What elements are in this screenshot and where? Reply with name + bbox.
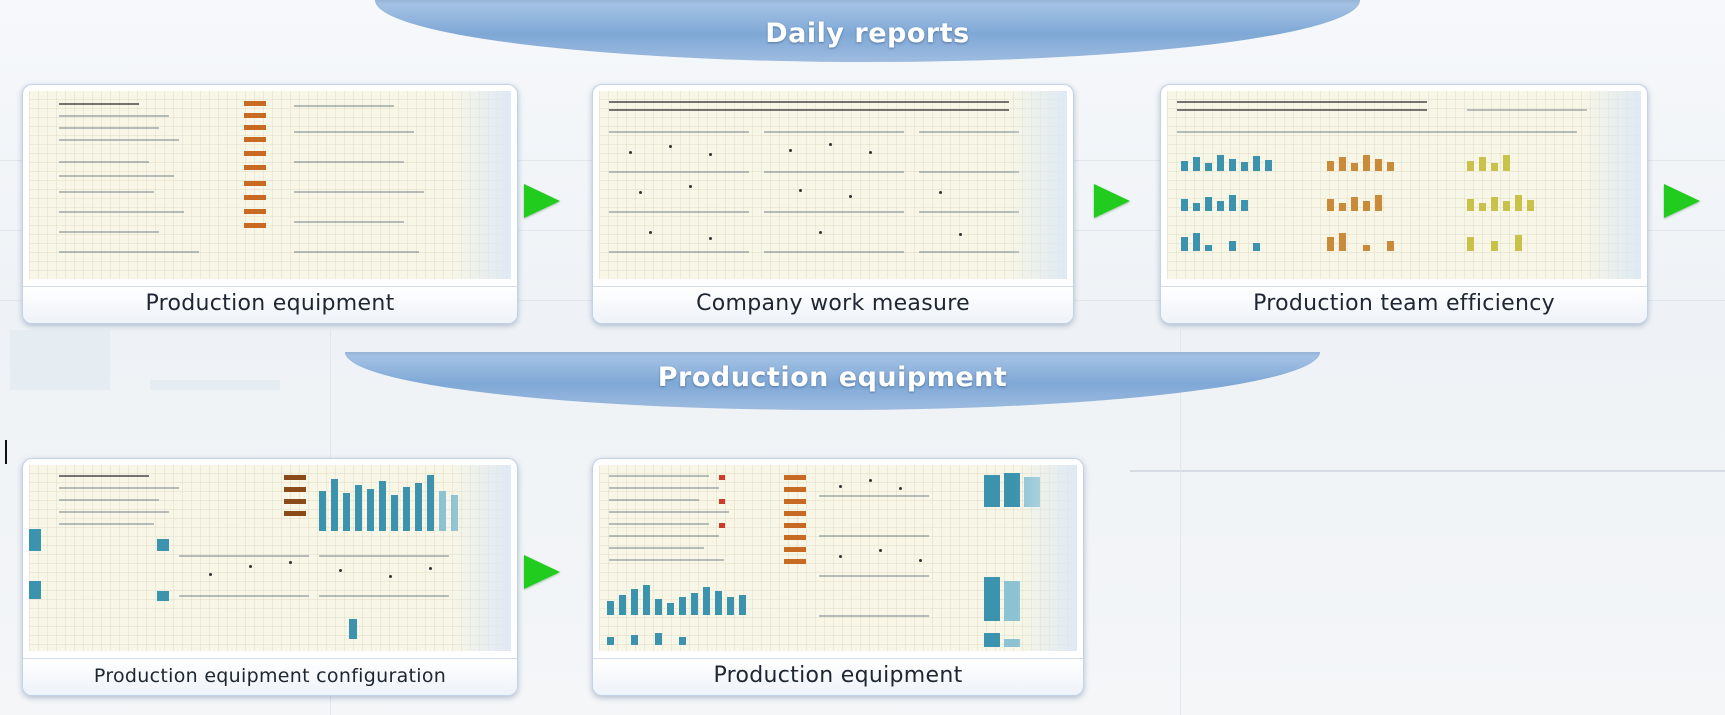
- card-label: Production equipment: [23, 286, 517, 323]
- production-equipment-banner: Production equipment: [345, 352, 1320, 410]
- report-thumbnail: [1167, 91, 1641, 279]
- report-card-production-equipment[interactable]: Production equipment: [22, 84, 518, 324]
- report-card-company-work-measure[interactable]: Company work measure: [592, 84, 1074, 324]
- arrow-right-icon: [1664, 184, 1700, 218]
- report-thumbnail: [29, 91, 511, 279]
- card-label: Production equipment configuration: [23, 658, 517, 695]
- text-cursor: [5, 440, 7, 464]
- report-card-production-equipment-2[interactable]: Production equipment: [592, 458, 1084, 696]
- report-thumbnail: [599, 91, 1067, 279]
- report-thumbnail: [29, 465, 511, 651]
- arrow-right-icon: [524, 184, 560, 218]
- card-label: Production equipment: [593, 658, 1083, 695]
- report-card-production-team-efficiency[interactable]: Production team efficiency: [1160, 84, 1648, 324]
- production-equipment-title: Production equipment: [657, 362, 1008, 393]
- card-label: Production team efficiency: [1161, 286, 1647, 323]
- report-card-production-equipment-configuration[interactable]: Production equipment configuration: [22, 458, 518, 696]
- arrow-right-icon: [1094, 184, 1130, 218]
- arrow-right-icon: [524, 555, 560, 589]
- report-thumbnail: [599, 465, 1077, 651]
- daily-reports-title: Daily reports: [765, 18, 970, 49]
- card-label: Company work measure: [593, 286, 1073, 323]
